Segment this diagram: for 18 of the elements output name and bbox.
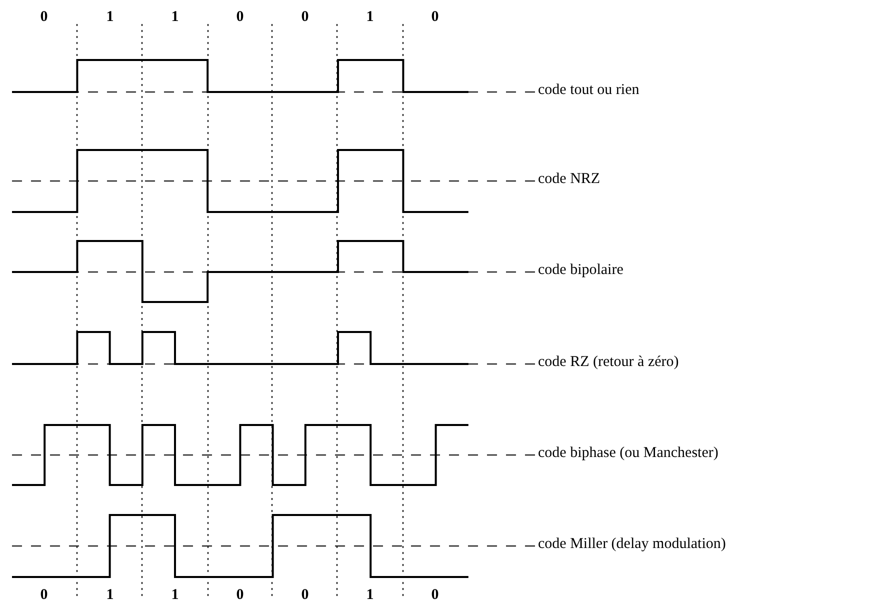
code-label: code biphase (ou Manchester)	[538, 446, 718, 461]
bit-value: 1	[171, 10, 179, 25]
bit-value: 0	[431, 10, 439, 25]
code-label: code Miller (delay modulation)	[538, 537, 726, 552]
bit-value: 0	[40, 10, 48, 25]
bit-value: 0	[301, 588, 309, 603]
bit-value: 0	[301, 10, 309, 25]
code-label: code bipolaire	[538, 263, 624, 278]
bit-value: 1	[171, 588, 179, 603]
bit-value: 0	[236, 588, 244, 603]
bit-value: 0	[236, 10, 244, 25]
bit-value: 1	[106, 588, 114, 603]
bit-value: 1	[106, 10, 114, 25]
bit-value: 1	[366, 10, 374, 25]
bit-value: 0	[431, 588, 439, 603]
bit-value: 0	[40, 588, 48, 603]
code-label: code RZ (retour à zéro)	[538, 355, 679, 370]
bit-value: 1	[366, 588, 374, 603]
